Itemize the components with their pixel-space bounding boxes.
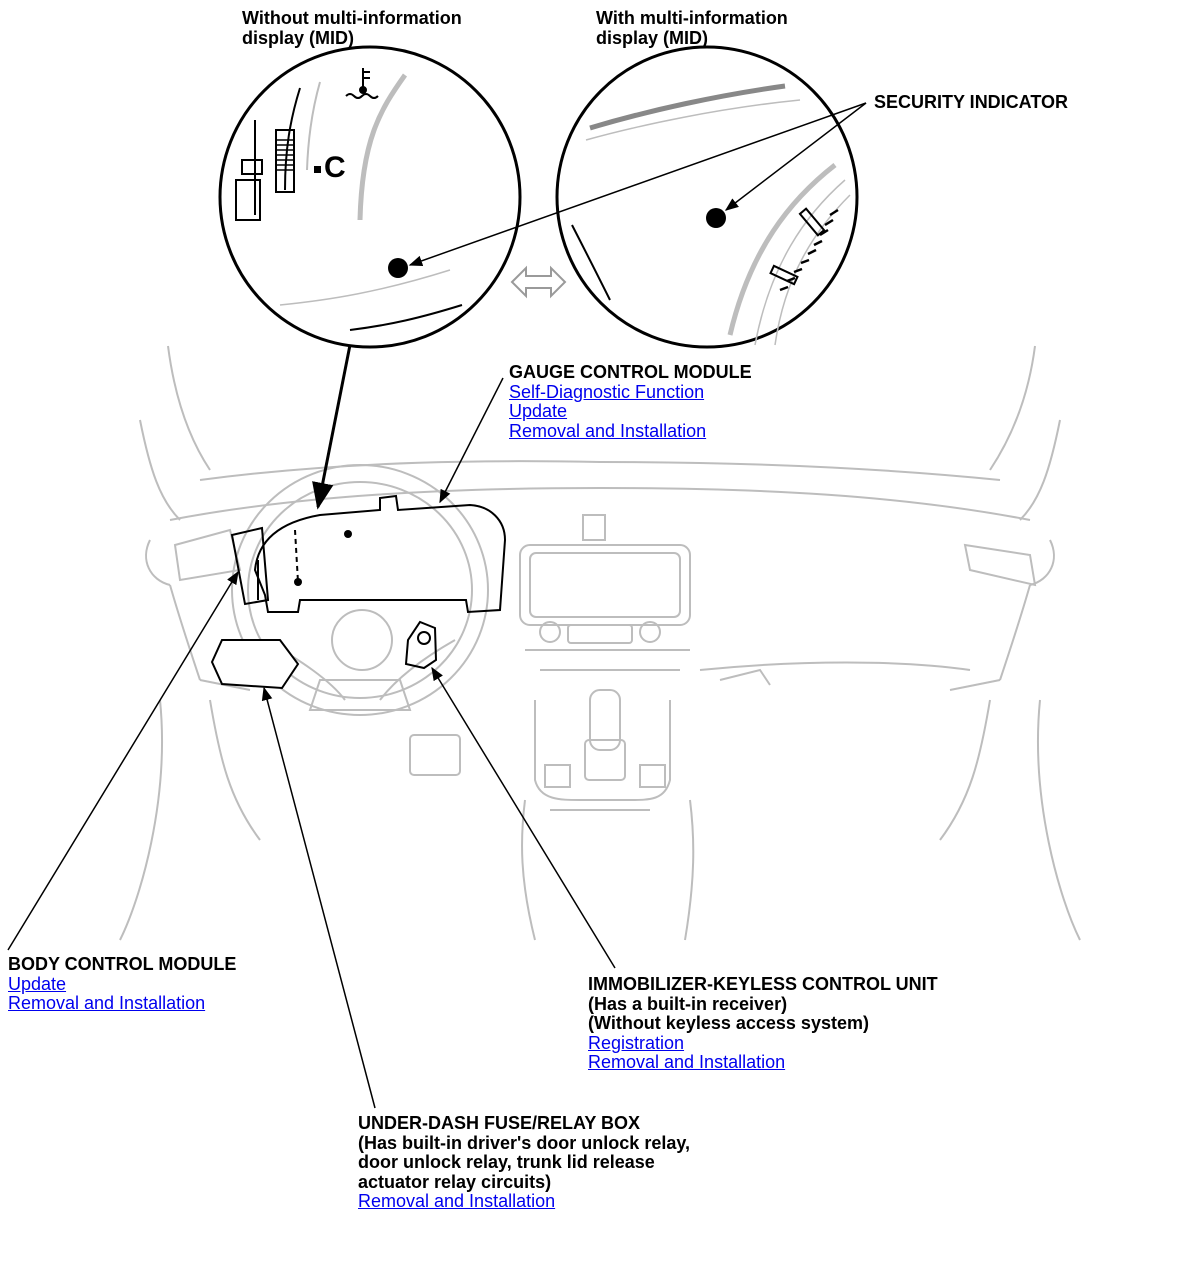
caption-with-mid-line-1: With multi-information xyxy=(596,8,788,28)
security-indicator-label: SECURITY INDICATOR xyxy=(874,92,1068,112)
cluster-indicator-dot-1 xyxy=(344,530,352,538)
caption-without-mid-line-1: Without multi-information xyxy=(242,8,462,28)
under-dash-note-2: door unlock relay, trunk lid release xyxy=(358,1152,655,1173)
gauge-self-diagnostic-link[interactable]: Self-Diagnostic Function xyxy=(509,381,705,402)
under-dash-removal-installation-link[interactable]: Removal and Installation xyxy=(358,1191,556,1212)
caption-without-mid-line-2: display (MID) xyxy=(242,28,355,48)
body-removal-installation-link[interactable]: Removal and Installation xyxy=(8,993,206,1014)
zoom-without-mid xyxy=(218,45,522,349)
leader-gauge-control-module xyxy=(439,377,504,504)
immobilizer-title: IMMOBILIZER-KEYLESS CONTROL UNIT xyxy=(588,974,938,994)
under-dash-title: UNDER-DASH FUSE/RELAY BOX xyxy=(358,1113,641,1133)
zoom-with-mid xyxy=(555,45,859,349)
leader-lines xyxy=(7,102,867,1109)
immobilizer-registration-link[interactable]: Registration xyxy=(588,1032,685,1053)
gauge-control-module-label: GAUGE CONTROL MODULE Self-Diagnostic Fun… xyxy=(509,362,752,441)
caption-with-mid-line-2: display (MID) xyxy=(596,28,709,48)
caption-without-mid: Without multi-information display (MID) xyxy=(242,8,462,48)
security-indicator-dot-right xyxy=(706,208,726,228)
caption-with-mid: With multi-information display (MID) xyxy=(596,8,788,48)
under-dash-note-1: (Has built-in driver's door unlock relay… xyxy=(358,1132,691,1153)
gauge-update-link[interactable]: Update xyxy=(509,401,568,422)
gauge-cluster xyxy=(230,494,507,614)
leader-body-control-module xyxy=(7,570,239,951)
security-indicator-dot-left xyxy=(388,258,408,278)
coolant-temperature-icon xyxy=(345,68,379,99)
immobilizer-note-receiver: (Has a built-in receiver) xyxy=(588,993,788,1014)
under-dash-label: UNDER-DASH FUSE/RELAY BOX (Has built-in … xyxy=(358,1113,691,1212)
immobilizer-note-keyless: (Without keyless access system) xyxy=(588,1013,869,1034)
immobilizer-unit xyxy=(404,620,438,670)
celsius-label: C xyxy=(324,151,346,184)
body-control-module-title: BODY CONTROL MODULE xyxy=(8,954,237,974)
under-dash-note-3: actuator relay circuits) xyxy=(358,1171,552,1192)
leader-security-right xyxy=(724,102,867,211)
leader-zoom-to-cluster xyxy=(312,344,352,510)
leader-security-left xyxy=(408,102,867,267)
leader-under-dash-fuse-box xyxy=(261,686,376,1109)
gauge-control-module-title: GAUGE CONTROL MODULE xyxy=(509,362,752,382)
immobilizer-label: IMMOBILIZER-KEYLESS CONTROL UNIT (Has a … xyxy=(588,974,938,1073)
body-control-module-label: BODY CONTROL MODULE Update Removal and I… xyxy=(8,954,237,1014)
body-update-link[interactable]: Update xyxy=(8,973,67,994)
immobilizer-removal-installation-link[interactable]: Removal and Installation xyxy=(588,1052,786,1073)
security-indicator-text: SECURITY INDICATOR xyxy=(874,92,1069,112)
leader-immobilizer xyxy=(431,666,616,969)
double-arrow-icon xyxy=(510,265,567,299)
gauge-dashed-line xyxy=(294,529,299,583)
gauge-removal-installation-link[interactable]: Removal and Installation xyxy=(509,420,707,441)
cluster-indicator-dot-2 xyxy=(294,578,302,586)
under-dash-fuse-box xyxy=(210,639,300,690)
